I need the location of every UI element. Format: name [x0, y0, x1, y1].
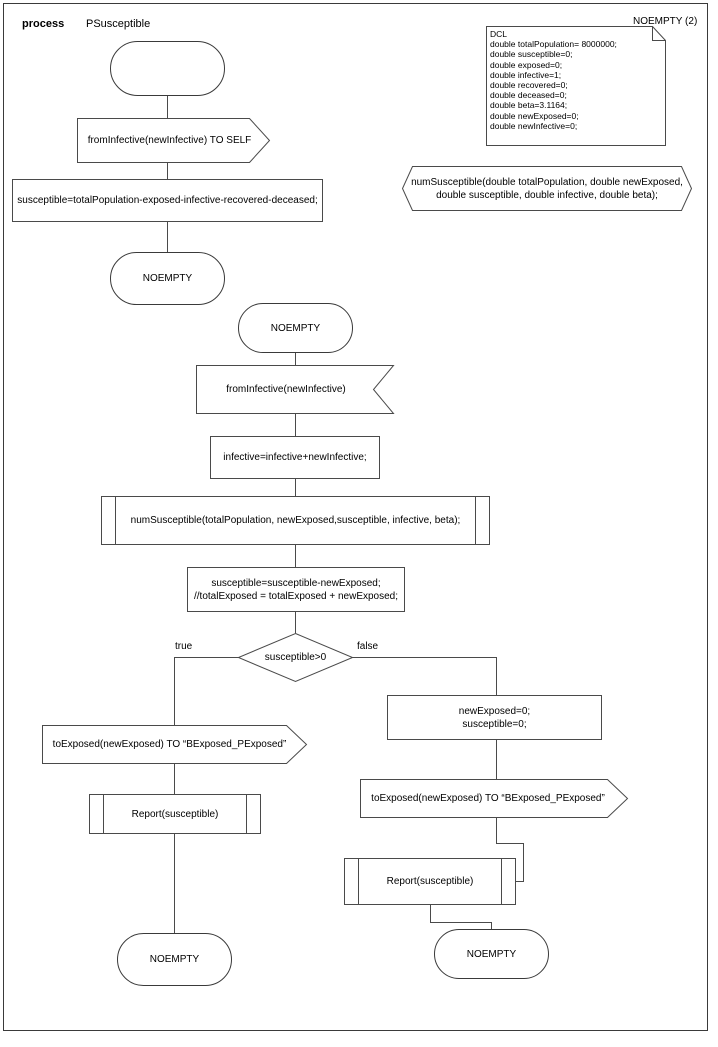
connector	[523, 843, 524, 881]
connector	[430, 922, 492, 923]
note-text: DCL double totalPopulation= 8000000; dou…	[490, 29, 617, 131]
connector	[295, 612, 296, 633]
connector	[295, 479, 296, 496]
task-exposed[interactable]	[187, 567, 405, 612]
connector	[496, 843, 523, 844]
connector	[167, 96, 168, 118]
input-from-infective-shape[interactable]	[196, 365, 395, 414]
call-numsusceptible-shape[interactable]	[101, 496, 490, 545]
decision-shape[interactable]	[237, 632, 354, 683]
connector	[496, 740, 497, 779]
task-infective[interactable]	[210, 436, 380, 479]
connector	[295, 414, 296, 436]
connector	[174, 834, 175, 933]
connector	[491, 922, 492, 929]
branch-false-label: false	[357, 641, 379, 652]
call-report-true-shape[interactable]	[89, 794, 261, 834]
connector	[430, 905, 431, 922]
state-end-false[interactable]	[434, 929, 549, 979]
connector	[174, 764, 175, 794]
dcl-note-shape	[486, 26, 666, 146]
branch-true-label: true	[175, 641, 193, 652]
task-reset[interactable]	[387, 695, 602, 740]
task-susceptible[interactable]	[12, 179, 323, 222]
connector-true	[174, 657, 239, 658]
state-end-true[interactable]	[117, 933, 232, 986]
connector	[167, 222, 168, 252]
connector	[167, 163, 168, 179]
start-state[interactable]	[110, 41, 225, 96]
connector	[295, 545, 296, 567]
note-title: NOEMPTY (2)	[633, 16, 698, 27]
connector	[496, 818, 497, 843]
connector-false	[496, 657, 497, 695]
connector-true	[174, 657, 175, 725]
input-self-shape[interactable]	[77, 118, 271, 163]
state-noempty-2[interactable]	[238, 303, 353, 353]
output-false-shape[interactable]	[360, 779, 629, 818]
connector	[295, 353, 296, 365]
process-keyword: process	[22, 18, 65, 30]
connector-false	[352, 657, 497, 658]
output-true-shape[interactable]	[42, 725, 308, 764]
procedure-declaration-shape	[401, 166, 693, 211]
call-report-false-shape[interactable]	[344, 858, 516, 905]
process-name: PSusceptible	[86, 18, 151, 30]
state-noempty-1[interactable]	[110, 252, 225, 305]
